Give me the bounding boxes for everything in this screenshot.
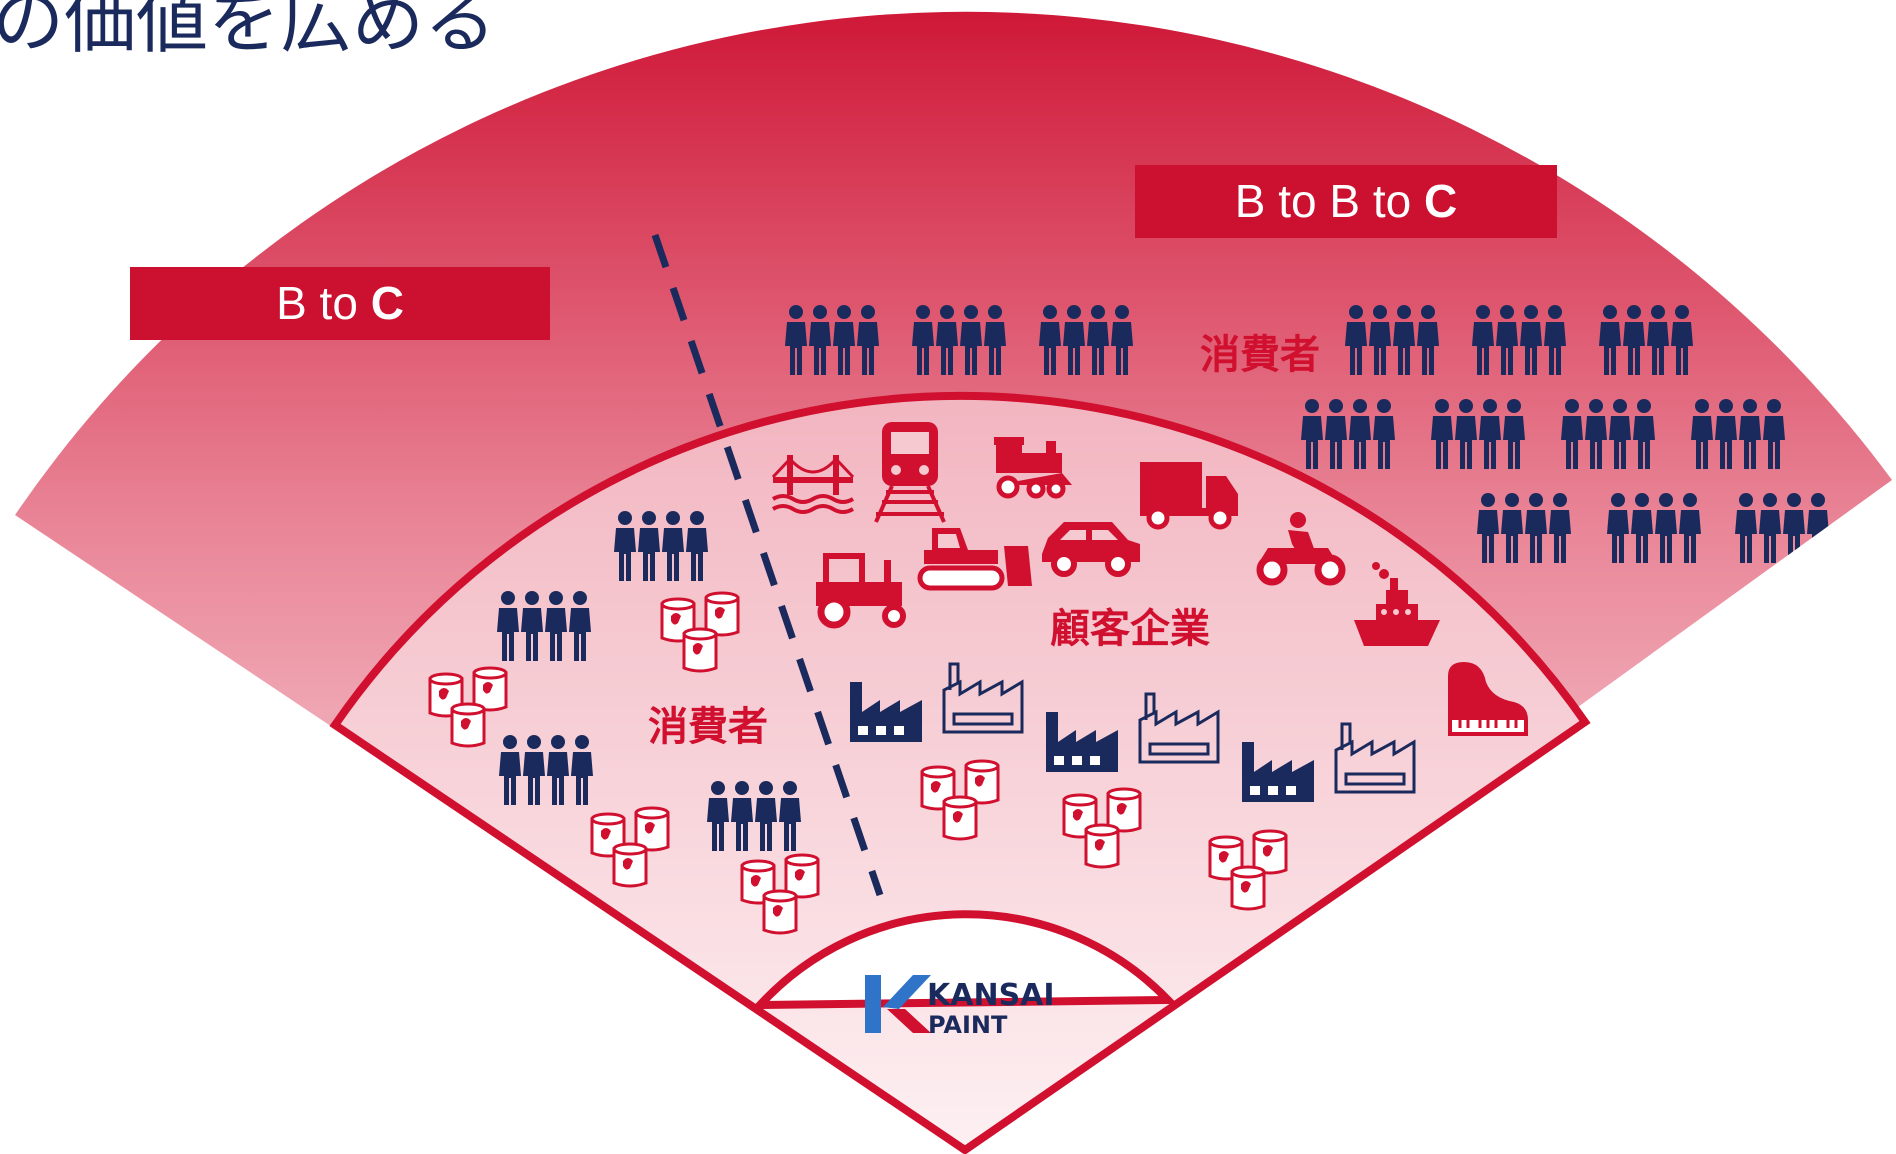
locomotive-icon — [994, 437, 1072, 499]
kansai-paint-logo: KANSAI PAINT — [865, 975, 1055, 1039]
b2b2c-label-prefix: B to B to — [1235, 175, 1424, 227]
motorcycle-icon — [1256, 512, 1346, 586]
svg-text:B to B to C: B to B to C — [1235, 175, 1457, 227]
ship-icon — [1354, 562, 1440, 646]
core-fan — [750, 910, 1178, 1010]
logo-sub: PAINT — [928, 1011, 1008, 1039]
consumer-label-outer: 消費者 — [1200, 332, 1320, 378]
piano-icon — [1448, 662, 1528, 736]
customer-companies-label: 顧客企業 — [1050, 606, 1210, 652]
b2c-label-box: B to C — [130, 267, 550, 340]
page-heading: の価値を広める — [0, 0, 496, 63]
b2b2c-label-box: B to B to C — [1135, 165, 1557, 238]
logo-name: KANSAI — [927, 978, 1055, 1013]
truck-icon — [1140, 462, 1238, 530]
kansai-k-mark-icon — [865, 975, 881, 1033]
svg-text:B to C: B to C — [276, 277, 404, 329]
car-icon — [1042, 522, 1140, 577]
consumer-label-inner: 消費者 — [648, 704, 768, 750]
b2c-label-strong: C — [371, 277, 404, 329]
bulldozer-icon — [917, 528, 1032, 591]
divider-line — [651, 233, 884, 897]
bridge-icon — [771, 455, 855, 514]
tractor-icon — [816, 553, 906, 629]
b2b2c-label-strong: C — [1424, 175, 1457, 227]
train-icon — [874, 422, 946, 523]
customer-industry-icons — [771, 422, 1528, 736]
b2c-label-prefix: B to — [276, 277, 371, 329]
